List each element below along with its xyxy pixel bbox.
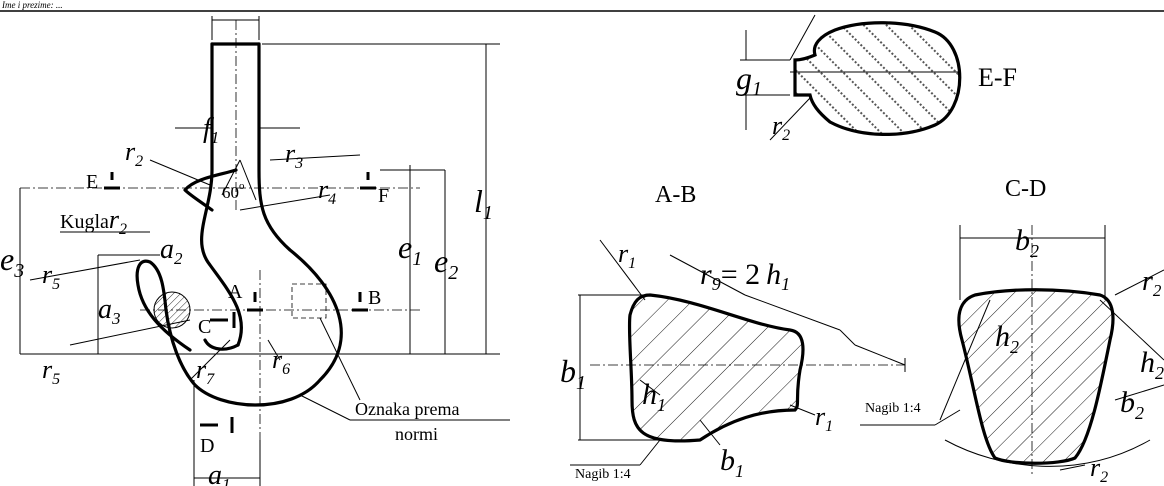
label-b1-left: b1 [560, 353, 586, 394]
label-E: E [86, 171, 98, 193]
label-e3: e3 [0, 241, 24, 282]
label-oznaka-2: normi [395, 424, 438, 444]
label-ef-r2: r2 [772, 111, 790, 144]
crane-hook-view: f1 r2 r3 r4 60o E F Kuglar2 e3 r5 a2 a3 … [0, 16, 510, 486]
label-r3: r3 [285, 139, 303, 172]
label-C: C [198, 316, 211, 338]
label-r6: r6 [272, 345, 290, 378]
label-r4: r4 [318, 175, 336, 208]
label-e1: e1 [398, 229, 422, 270]
label-b2-top: b2 [1015, 224, 1039, 261]
label-r5-bottom: r5 [42, 355, 60, 388]
label-a3: a3 [98, 294, 121, 328]
label-B: B [368, 287, 381, 309]
label-A: A [228, 281, 243, 303]
label-f1: f1 [203, 113, 219, 147]
label-r7: r7 [196, 355, 215, 388]
label-g1: g1 [736, 60, 762, 100]
label-D: D [200, 435, 214, 457]
label-b1-bottom: b1 [720, 444, 744, 481]
label-r2: r2 [125, 137, 143, 170]
label-F: F [378, 185, 389, 207]
header: Ime i prezime: ... [0, 0, 1164, 12]
label-cd-r2-top: r2 [1142, 266, 1162, 300]
label-e2: e2 [434, 243, 458, 284]
label-r5-top: r5 [42, 260, 60, 293]
label-ab-r1-top: r1 [618, 239, 636, 272]
section-cd-title: C-D [1005, 176, 1046, 202]
label-l1: l1 [474, 183, 493, 224]
section-cd: C-D b2 r2 h2 h2 b2 r2 Nagib 1:4 [860, 176, 1164, 486]
label-cd-r2-bottom: r2 [1090, 453, 1108, 486]
label-angle: 60o [222, 180, 245, 202]
section-ef-title: E-F [978, 63, 1017, 92]
header-text: Ime i prezime: ... [1, 0, 63, 10]
label-h2-right: h2 [1140, 346, 1164, 383]
label-a2: a2 [160, 234, 183, 268]
label-a1: a1 [208, 460, 231, 486]
label-ab-r1-bottom: r1 [815, 402, 833, 435]
label-kugla: Kuglar2 [60, 205, 127, 238]
section-ab-title: A-B [655, 182, 696, 208]
label-h2-inner: h2 [995, 320, 1019, 357]
label-oznaka-1: Oznaka prema [355, 399, 459, 419]
label-h1: h1 [642, 378, 666, 415]
label-b2-right: b2 [1120, 386, 1144, 423]
label-ab-nagib: Nagib 1:4 [575, 467, 631, 482]
section-ef: g1 r2 E-F [736, 14, 1017, 144]
label-cd-nagib: Nagib 1:4 [865, 401, 921, 416]
